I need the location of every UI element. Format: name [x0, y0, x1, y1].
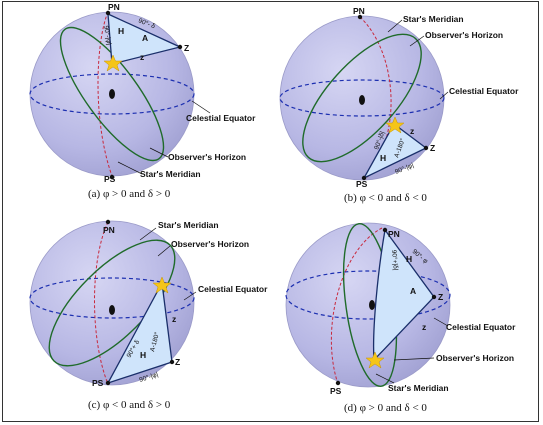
label-z: Z [175, 357, 180, 367]
label-z: Z [184, 43, 189, 53]
panel-b: PN PS Z H A-180° z 90°-|δ| 90°-|φ| Star'… [279, 6, 519, 204]
label-meridian: Star's Meridian [140, 169, 201, 179]
pole-north-point [105, 10, 111, 16]
label-ps: PS [330, 386, 342, 396]
pole-south-point [361, 175, 367, 181]
horizon-leader [149, 147, 169, 158]
meridian-leader [139, 227, 157, 241]
figure-frame [2, 1, 539, 422]
panel-c: PN PS Z H A-180° z 90°+ δ 90°-|φ| Star's… [29, 219, 268, 411]
caption-b: (b) φ < 0 and δ < 0 [344, 192, 427, 204]
label-h: H [118, 26, 124, 36]
label-pn: PN [103, 225, 115, 235]
equator-leader [191, 100, 211, 114]
label-ps: PS [92, 378, 104, 388]
label-zz: z [410, 126, 414, 136]
label-meridian: Star's Meridian [388, 383, 449, 393]
label-horizon: Observer's Horizon [425, 30, 503, 40]
label-ps: PS [356, 179, 368, 189]
observer-icon [369, 300, 375, 310]
label-zz: z [422, 322, 426, 332]
label-pn: PN [388, 229, 400, 239]
zenith-point [423, 145, 429, 151]
zenith-point [431, 294, 437, 300]
horizon-leader [157, 245, 171, 257]
celestial-equator [29, 73, 195, 115]
label-zz: z [140, 52, 144, 62]
horizon-leader [393, 357, 435, 361]
equator-leader [433, 317, 449, 327]
pole-north-point [105, 219, 111, 225]
star-icon [103, 54, 123, 72]
label-a: A [142, 33, 148, 43]
observer-icon [359, 95, 365, 105]
observer-icon [109, 89, 115, 99]
meridian-leader [117, 161, 143, 175]
stars-meridian [331, 227, 383, 385]
observer-icon [109, 305, 115, 315]
pole-north-point [382, 227, 388, 233]
pole-north-point [357, 14, 363, 20]
meridian-leader [375, 373, 395, 384]
label-z: Z [438, 292, 443, 302]
equator-leader [439, 91, 449, 100]
astronomical-triangle [107, 12, 182, 65]
star-icon [385, 116, 405, 134]
observers-horizon [59, 26, 165, 162]
caption-a: (a) φ > 0 and δ > 0 [88, 188, 171, 200]
caption-d: (d) φ > 0 and δ < 0 [344, 402, 427, 414]
label-zz: z [172, 314, 176, 324]
label-arc2: 90°-|φ| [102, 25, 113, 46]
panel-a: PN PS Z H A z 90°- δ 90°-|φ| Celestial E… [29, 2, 256, 200]
stars-meridian [94, 221, 109, 385]
label-equator: Celestial Equator [446, 322, 516, 332]
celestial-equator [279, 79, 445, 117]
astronomical-triangle [106, 280, 173, 385]
celestial-equator [285, 270, 451, 320]
label-ps: PS [104, 174, 116, 184]
label-pn: PN [353, 6, 365, 16]
observers-horizon [48, 239, 176, 367]
label-horizon: Observer's Horizon [436, 353, 514, 363]
zenith-point [169, 359, 175, 365]
label-h: H [140, 350, 146, 360]
pole-south-point [109, 174, 115, 180]
pole-south-point [335, 380, 341, 386]
label-h: H [406, 254, 412, 264]
label-equator: Celestial Equator [198, 284, 268, 294]
celestial-equator [29, 277, 195, 319]
label-horizon: Observer's Horizon [168, 152, 246, 162]
horizon-leader [409, 35, 425, 47]
label-arc1: 90°+|δ| [390, 249, 400, 271]
label-equator: Celestial Equator [449, 86, 519, 96]
label-meridian: Star's Meridian [403, 14, 464, 24]
star-icon [365, 351, 385, 369]
label-z: Z [430, 143, 435, 153]
star-icon [152, 276, 172, 294]
astronomical-triangle [362, 123, 428, 180]
zenith-point [177, 44, 183, 50]
observers-horizon [302, 33, 422, 163]
label-meridian: Star's Meridian [158, 220, 219, 230]
equator-leader [183, 291, 197, 301]
meridian-leader [387, 19, 403, 33]
stars-meridian [359, 16, 392, 180]
pole-south-point [105, 380, 111, 386]
label-a: A [410, 286, 416, 296]
label-h: H [380, 153, 386, 163]
panel-d: PN PS Z H A z 90°+|δ| 90°- φ Celestial E… [285, 222, 516, 414]
label-horizon: Observer's Horizon [171, 239, 249, 249]
stars-meridian [97, 11, 113, 177]
label-pn: PN [108, 2, 120, 12]
label-equator: Celestial Equator [186, 113, 256, 123]
caption-c: (c) φ < 0 and δ > 0 [88, 399, 171, 411]
